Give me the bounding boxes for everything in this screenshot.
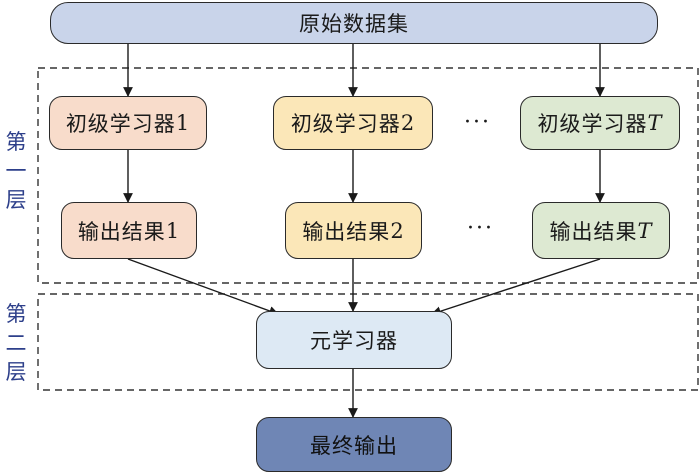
layer1-label-char-1: 第 xyxy=(5,130,27,154)
layer1-label-char-2: 一 xyxy=(5,159,27,183)
layer1-label-char-3: 层 xyxy=(5,188,27,212)
layer2-label-char-1: 第 xyxy=(5,302,27,326)
primary-learner-t-prefix: 初级学习器 xyxy=(537,112,648,136)
layer1-label: 第 一 层 xyxy=(3,128,29,215)
final-output-node: 最终输出 xyxy=(256,417,452,472)
output-result-1-suffix: 1 xyxy=(165,218,181,243)
layer2-label: 第 二 层 xyxy=(3,300,29,387)
learners-ellipsis: ··· xyxy=(464,110,491,135)
primary-learner-t-suffix: T xyxy=(647,111,663,135)
arrow-result-t-to-meta xyxy=(431,258,601,316)
final-output-label: 最终输出 xyxy=(310,433,398,458)
output-result-2-suffix: 2 xyxy=(390,218,405,243)
primary-learner-2-prefix: 初级学习器 xyxy=(290,112,401,136)
primary-learner-1-prefix: 初级学习器 xyxy=(65,112,176,136)
output-result-t-prefix: 输出结果 xyxy=(549,219,638,244)
primary-learner-2-suffix: 2 xyxy=(400,111,416,135)
output-result-1-prefix: 输出结果 xyxy=(77,219,166,244)
layer1-frame xyxy=(37,67,699,284)
raw-dataset-label: 原始数据集 xyxy=(299,12,409,36)
layer2-label-char-2: 二 xyxy=(5,331,27,355)
arrow-result-1-to-meta xyxy=(127,258,279,316)
raw-dataset-node: 原始数据集 xyxy=(50,2,658,44)
output-result-t-suffix: T xyxy=(637,218,653,243)
primary-learner-1-suffix: 1 xyxy=(175,111,191,135)
layer2-label-char-3: 层 xyxy=(5,360,27,384)
output-result-2-prefix: 输出结果 xyxy=(302,219,391,244)
layer2-frame xyxy=(37,293,699,391)
meta-learner-label: 元学习器 xyxy=(310,329,398,353)
results-ellipsis: ··· xyxy=(467,216,494,241)
meta-learner-node: 元学习器 xyxy=(256,311,452,369)
